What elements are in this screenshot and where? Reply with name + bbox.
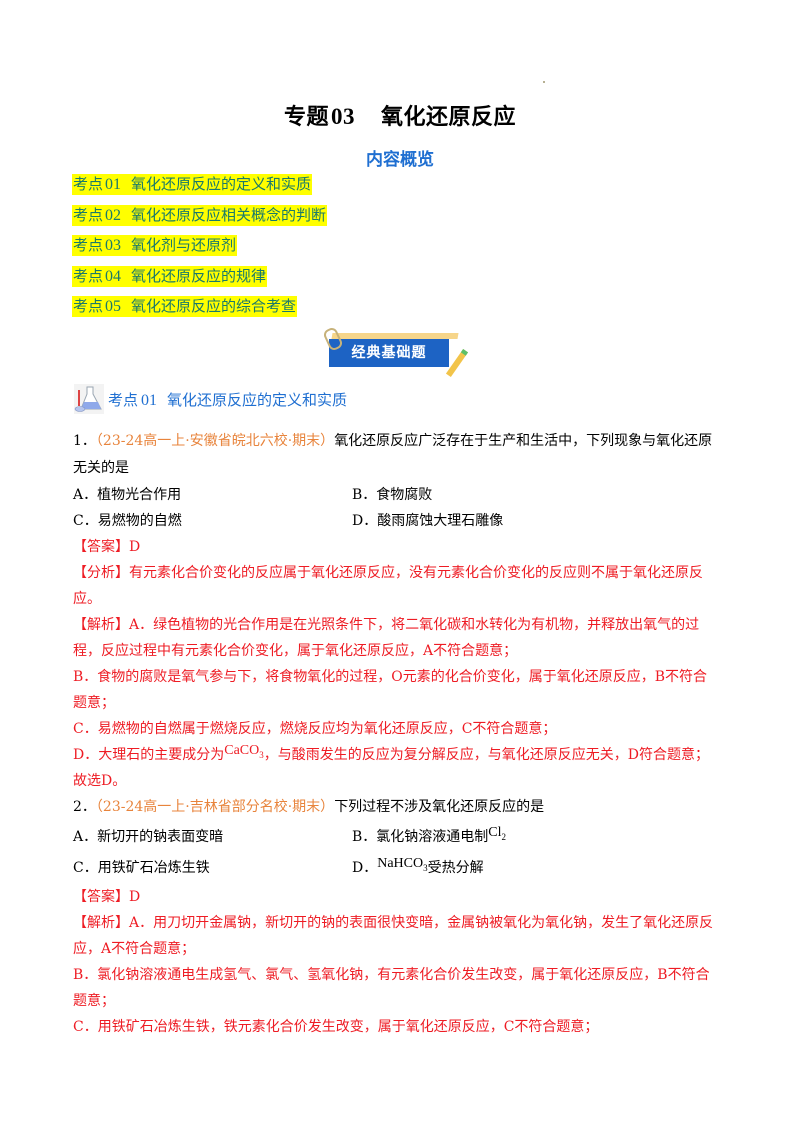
q1-analysis: 【分析】有元素化合价变化的反应属于氧化还原反应，没有元素化合价变化的反应则不属于… — [73, 565, 703, 581]
toc-prefix: 考点 — [73, 175, 104, 193]
question-stem: 氧化还原反应广泛存在于生产和生活中，下列现象与氧化还原 — [334, 433, 713, 449]
q1-analysis-cont: 应。 — [73, 591, 101, 607]
toc-num: 02 — [105, 206, 122, 224]
question-stem: 下列过程不涉及氧化还原反应的是 — [334, 799, 545, 815]
q1-option-d[interactable]: D．酸雨腐蚀大理石雕像 — [352, 513, 504, 529]
pencil-icon — [445, 348, 469, 378]
q1-explanation-line: 程，反应过程中有元素化合价变化，属于氧化还原反应，A不符合题意； — [73, 643, 518, 659]
title-text: 氧化还原反应 — [381, 105, 517, 130]
toc-prefix: 考点 — [73, 297, 104, 315]
flask-icon — [74, 384, 104, 414]
q2-option-b[interactable]: B．氯化钠溶液通电制Cl2 — [352, 825, 507, 847]
q1-option-b[interactable]: B．食物腐败 — [352, 487, 433, 503]
stray-dot — [543, 81, 545, 83]
toc-prefix: 考点 — [73, 266, 104, 285]
banner-label: 经典基础题 — [329, 339, 449, 367]
q2-option-a[interactable]: A．新切开的钠表面变暗 — [73, 829, 224, 845]
question-source: （23-24高一上·吉林省部分名校·期末） — [95, 799, 335, 815]
section-num: 01 — [141, 391, 158, 409]
section-prefix: 考点 — [108, 390, 139, 409]
toc-label: 氧化还原反应的规律 — [131, 266, 267, 285]
question-source: （23-24高一上·安徽省皖北六校·期末） — [95, 433, 335, 449]
text: B．氯化钠溶液通电制 — [352, 829, 489, 845]
section-title: 氧化还原反应的定义和实质 — [167, 390, 348, 409]
q1-answer: 【答案】D — [73, 539, 141, 555]
formula-sub: 3 — [259, 749, 264, 760]
title-prefix: 专题 — [283, 105, 329, 130]
chem-formula-nahco3: NaHCO3 — [377, 856, 428, 873]
q1-option-a[interactable]: A．植物光合作用 — [73, 487, 182, 503]
question-2-stem: 2．（23-24高一上·吉林省部分名校·期末）下列过程不涉及氧化还原反应的是 — [73, 797, 544, 817]
toc-label: 氧化还原反应的综合考查 — [131, 297, 297, 315]
text: 受热分解 — [427, 860, 484, 876]
text: D．大理石的主要成分为 — [73, 747, 225, 763]
toc-num: 01 — [105, 176, 122, 193]
text: ，与酸雨发生的反应为复分解反应，与氧化还原反应无关，D符合题意； — [263, 747, 709, 763]
formula-sub: 3 — [423, 862, 428, 873]
q1-explanation-d: D．大理石的主要成分为CaCO3，与酸雨发生的反应为复分解反应，与氧化还原反应无… — [73, 743, 709, 770]
formula: CaCO — [224, 743, 260, 758]
q2-explanation-line: B．氯化钠溶液通电生成氢气、氯气、氢氧化钠，有元素化合价发生改变，属于氧化还原反… — [73, 967, 710, 983]
toc-label: 氧化剂与还原剂 — [131, 236, 237, 254]
toc-label: 氧化还原反应的定义和实质 — [131, 175, 312, 193]
toc-num: 04 — [105, 267, 122, 285]
toc-prefix: 考点 — [73, 205, 104, 224]
question-number: 2． — [73, 799, 96, 815]
question-1-stem-cont: 无关的是 — [73, 460, 129, 476]
q1-conclusion: 故选D。 — [73, 773, 127, 789]
q2-explanation-line: 应，A不符合题意； — [73, 941, 196, 957]
question-1-stem: 1．（23-24高一上·安徽省皖北六校·期末）氧化还原反应广泛存在于生产和生活中… — [73, 431, 712, 451]
formula-sub: 2 — [501, 831, 507, 842]
question-number: 1． — [73, 433, 96, 449]
title-number: 03 — [331, 104, 355, 129]
toc-label: 氧化还原反应相关概念的判断 — [131, 205, 327, 224]
q2-explanation-line: 【解析】A．用刀切开金属钠，新切开的钠的表面很快变暗，金属钠被氧化为氧化钠，发生… — [73, 915, 714, 931]
q1-option-c[interactable]: C．易燃物的自燃 — [73, 513, 182, 529]
chem-formula-caco3: CaCO3 — [224, 743, 264, 760]
q1-explanation-line: 题意； — [73, 695, 115, 711]
q2-explanation-line: C．用铁矿石冶炼生铁，铁元素化合价发生改变，属于氧化还原反应，C不符合题意； — [73, 1019, 599, 1035]
toc-prefix: 考点 — [73, 236, 104, 254]
text: D． — [352, 860, 378, 876]
formula: NaHCO — [377, 856, 424, 871]
q2-option-c[interactable]: C．用铁矿石冶炼生铁 — [73, 860, 210, 876]
q2-explanation-line: 题意； — [73, 993, 115, 1009]
classic-basics-banner: 经典基础题 — [322, 326, 476, 378]
chem-formula-cl2: Cl2 — [488, 825, 507, 842]
contents-overview-heading: 内容概览 — [366, 150, 434, 170]
formula: Cl — [488, 825, 502, 840]
q1-explanation-line: 【解析】A．绿色植物的光合作用是在光照条件下，将二氧化碳和水转化为有机物，并释放… — [73, 617, 700, 633]
q1-explanation-line: C．易燃物的自燃属于燃烧反应，燃烧反应均为氧化还原反应，C不符合题意； — [73, 721, 557, 737]
q2-option-d[interactable]: D．NaHCO3受热分解 — [352, 856, 484, 878]
q1-explanation-line: B．食物的腐败是氧气参与下，将食物氧化的过程，O元素的化合价变化，属于氧化还原反… — [73, 669, 708, 685]
q2-answer: 【答案】D — [73, 889, 141, 905]
toc-num: 05 — [105, 298, 122, 315]
toc-num: 03 — [105, 237, 122, 254]
page-title: 专题03 氧化还原反应 — [0, 99, 800, 131]
